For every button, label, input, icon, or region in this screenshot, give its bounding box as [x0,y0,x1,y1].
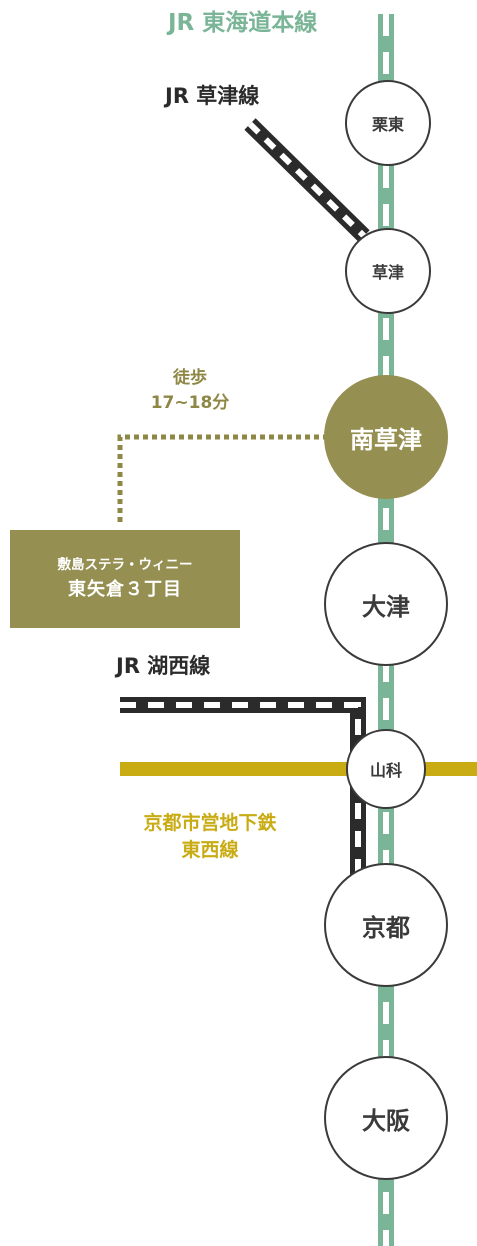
station-yamashina: 山科 [346,729,426,809]
destination-box: 敷島ステラ・ウィニー 東矢倉３丁目 [10,530,240,628]
station-kusatsu: 草津 [345,228,431,314]
kusatsu-line-label: JR 草津線 [165,84,260,108]
station-minami-kusatsu: 南草津 [324,375,448,499]
tozai-line-label-2: 東西線 [181,839,239,861]
kusatsu-line-track [244,118,370,242]
destination-name: 敷島ステラ・ウィニー [57,556,193,573]
station-osaka: 大阪 [324,1056,448,1180]
tozai-line-label-1: 京都市営地下鉄 [143,812,277,834]
walk-time-label: 徒歩 17~18分 [130,366,250,416]
tokaido-line-label: JR 東海道本線 [168,10,318,36]
walk-time: 17~18分 [150,393,230,413]
destination-address: 東矢倉３丁目 [68,579,182,601]
station-otsu: 大津 [324,542,448,666]
kosei-line-label: JR 湖西線 [116,654,211,678]
walk-path [117,434,328,525]
kosei-line-track [120,697,366,875]
walk-label: 徒歩 [173,368,207,388]
station-ritto: 栗東 [345,80,431,166]
tozai-line-label: 京都市営地下鉄 東西線 [100,810,320,864]
station-kyoto: 京都 [324,863,448,987]
